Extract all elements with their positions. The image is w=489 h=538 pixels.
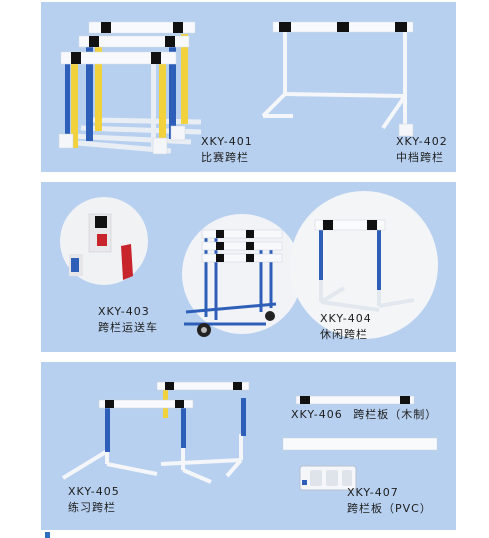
panel-competition-hurdles: XKY-401 比赛跨栏 XKY-402 中档跨栏 bbox=[41, 2, 456, 172]
pvc-board-image bbox=[299, 465, 357, 491]
hurdle-cart-image bbox=[182, 214, 302, 337]
product-code-401: XKY-401 bbox=[201, 135, 253, 148]
product-name-402: 中档跨栏 bbox=[396, 151, 444, 164]
product-name-403: 跨栏运送车 bbox=[98, 321, 158, 334]
plain-board-image bbox=[282, 437, 438, 451]
product-name-407: 跨栏板（PVC） bbox=[347, 502, 432, 515]
product-label-406: XKY-406 跨栏板（木制） bbox=[291, 408, 437, 422]
competition-hurdles-image bbox=[58, 21, 202, 155]
hurdle-board-closeup-image bbox=[60, 197, 148, 285]
panel-practice-and-boards: XKY-405 练习跨栏 XKY-406 跨栏板（木制） XKY-407 跨栏板… bbox=[41, 362, 456, 530]
product-code-405: XKY-405 bbox=[68, 485, 120, 498]
wooden-board-image bbox=[295, 395, 415, 405]
product-code-403: XKY-403 bbox=[98, 305, 150, 318]
leisure-hurdle-image bbox=[290, 191, 438, 339]
product-code-406: XKY-406 bbox=[291, 408, 343, 421]
product-code-407: XKY-407 bbox=[347, 486, 399, 499]
product-code-402: XKY-402 bbox=[396, 135, 448, 148]
mid-range-hurdle-image bbox=[261, 21, 414, 137]
product-code-404: XKY-404 bbox=[320, 312, 372, 325]
product-name-401: 比赛跨栏 bbox=[201, 151, 249, 164]
panel-cart-and-leisure: XKY-403 跨栏运送车 XKY-404 休闲跨栏 bbox=[41, 182, 456, 352]
page-corner-mark bbox=[45, 532, 50, 538]
product-name-405: 练习跨栏 bbox=[68, 501, 116, 514]
practice-hurdles-image bbox=[61, 381, 250, 484]
product-name-406: 跨栏板（木制） bbox=[353, 408, 438, 421]
product-name-404: 休闲跨栏 bbox=[320, 328, 368, 341]
